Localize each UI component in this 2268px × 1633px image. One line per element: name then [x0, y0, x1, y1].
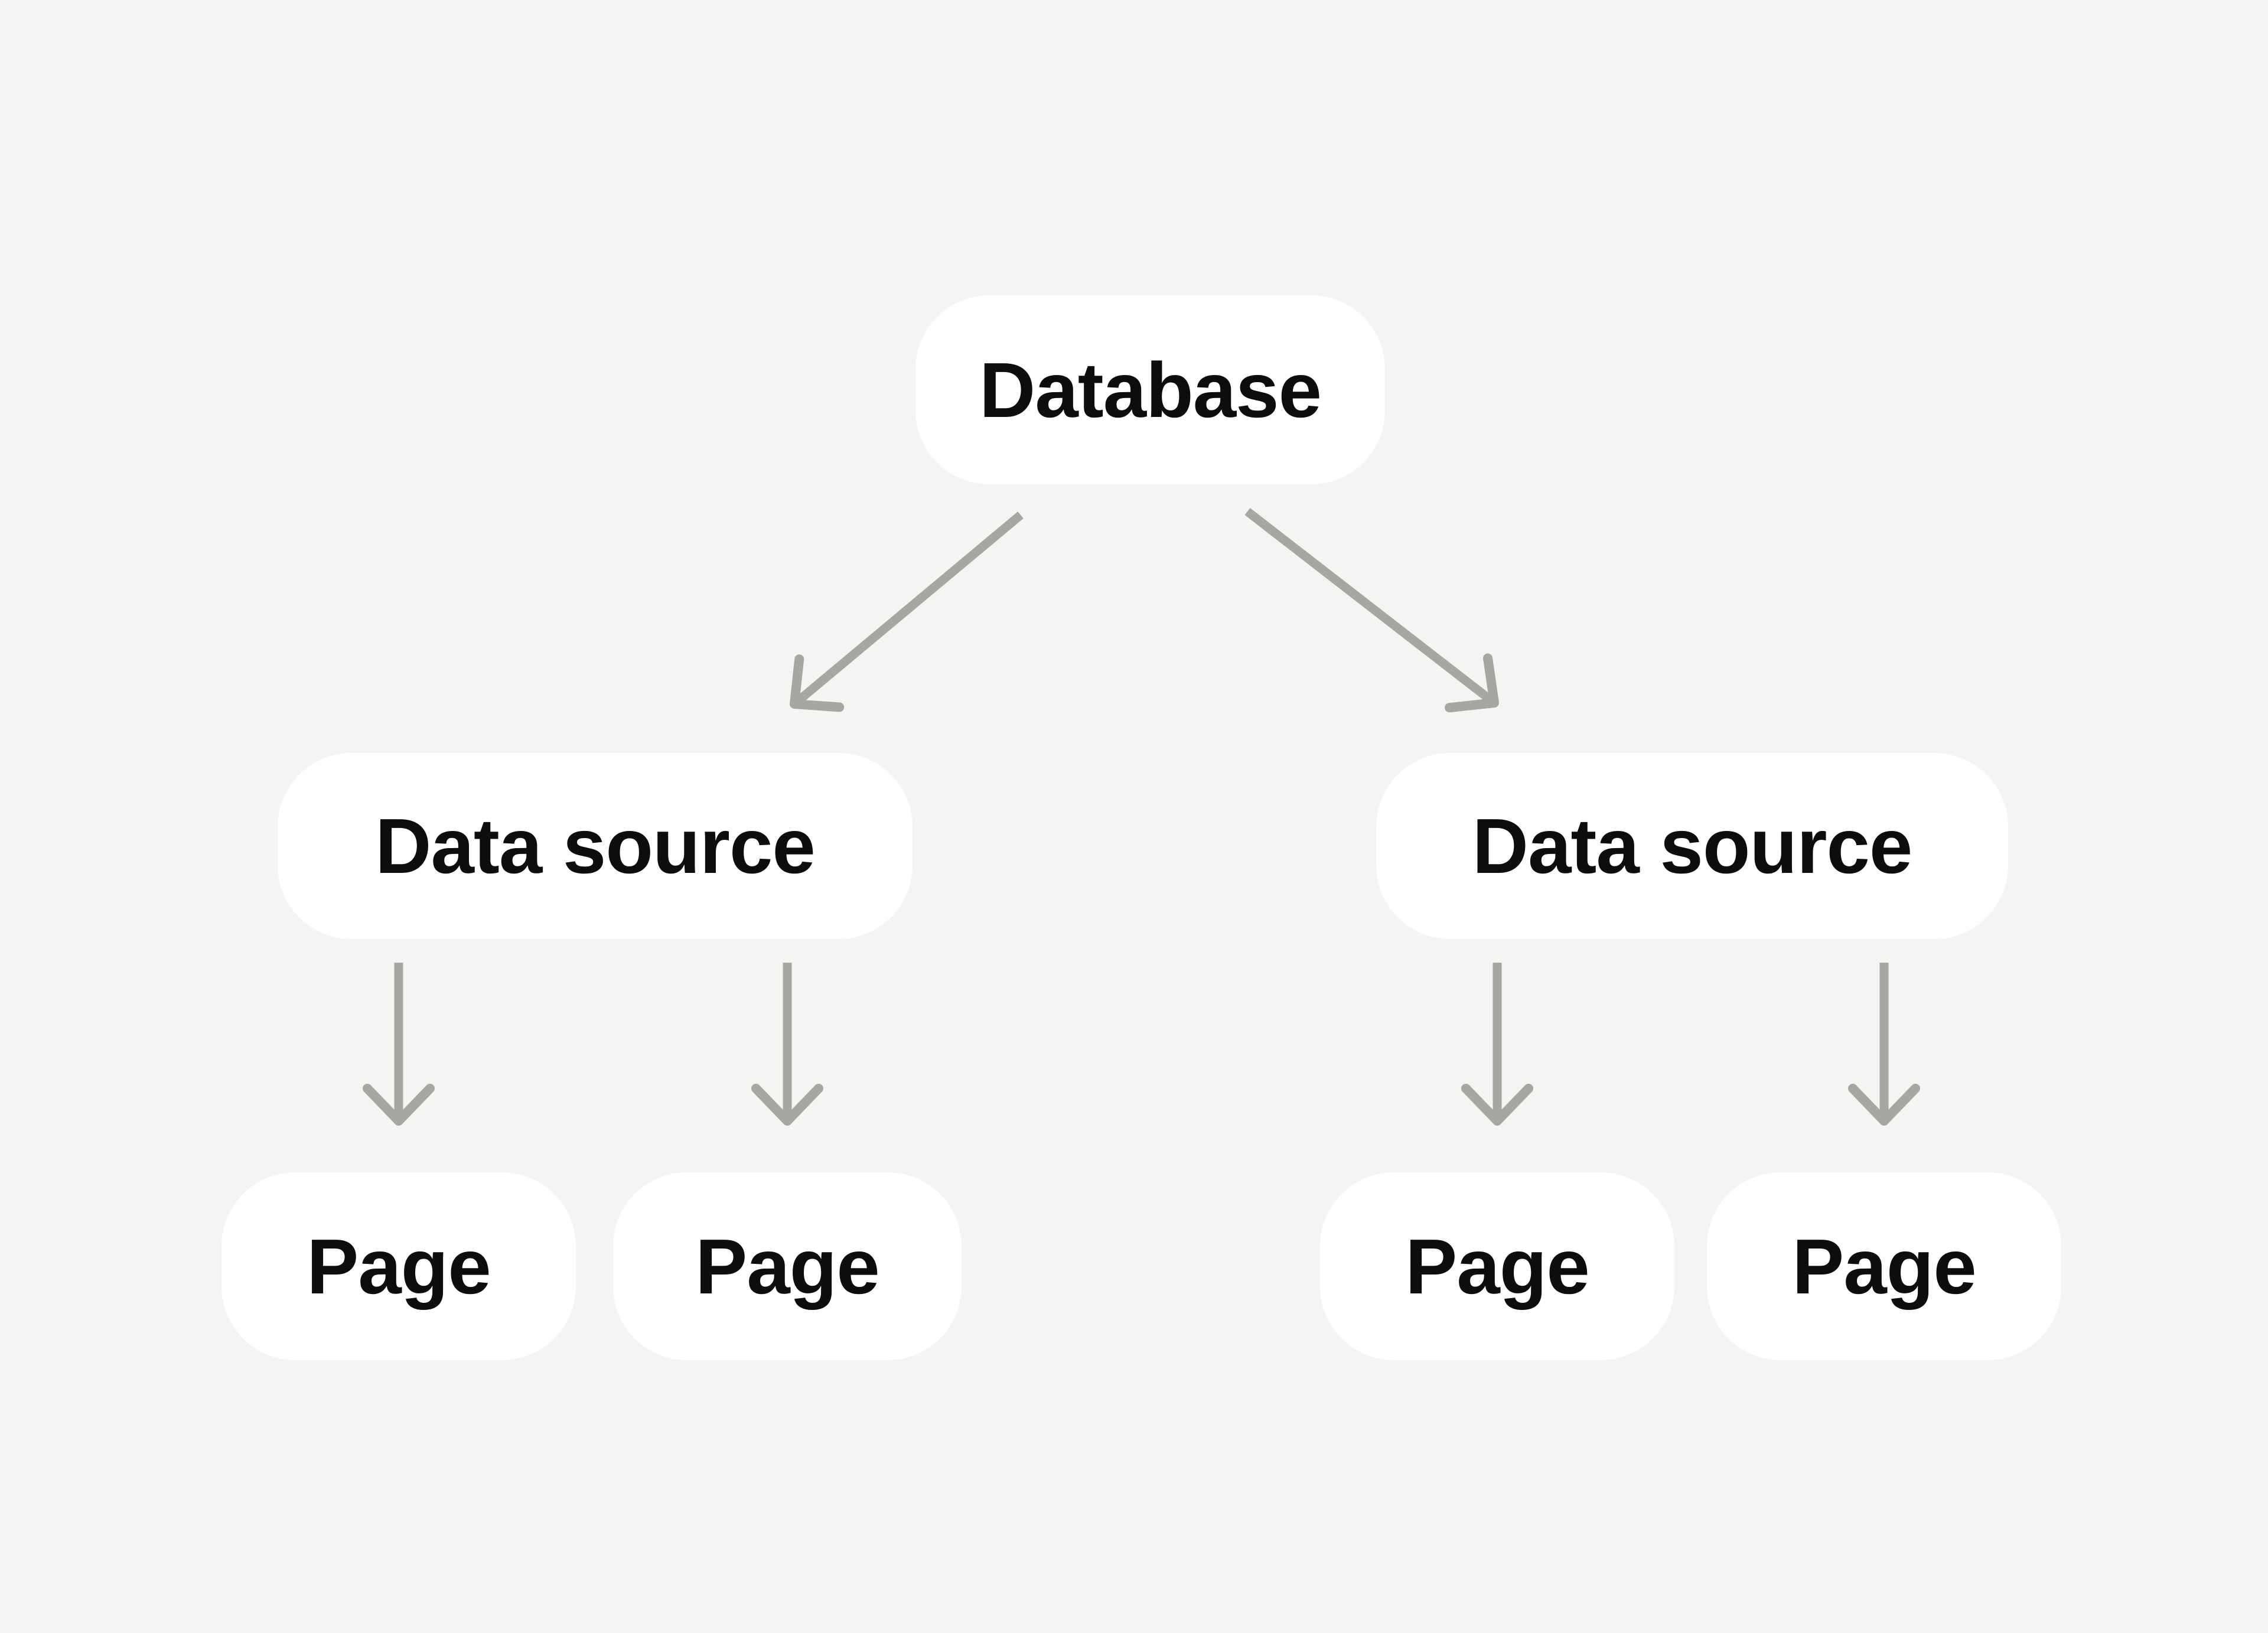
node-page-b: Page	[613, 1172, 962, 1360]
node-datasource-left-label: Data source	[375, 803, 816, 889]
node-page-c-label: Page	[1405, 1223, 1589, 1310]
node-page-d: Page	[1707, 1172, 2061, 1360]
node-datasource-right: Data source	[1376, 753, 2008, 939]
node-datasource-left: Data source	[278, 753, 913, 939]
arrow-database-to-datasource-left-icon	[790, 511, 1024, 712]
node-datasource-right-label: Data source	[1472, 803, 1913, 889]
node-page-b-label: Page	[695, 1223, 879, 1310]
node-page-a-label: Page	[307, 1223, 491, 1310]
node-database-label: Database	[979, 346, 1322, 433]
node-page-d-label: Page	[1792, 1223, 1976, 1310]
arrow-database-to-datasource-right-icon	[1244, 508, 1499, 713]
node-page-a: Page	[221, 1172, 576, 1360]
node-database: Database	[915, 295, 1385, 484]
node-page-c: Page	[1320, 1172, 1674, 1360]
